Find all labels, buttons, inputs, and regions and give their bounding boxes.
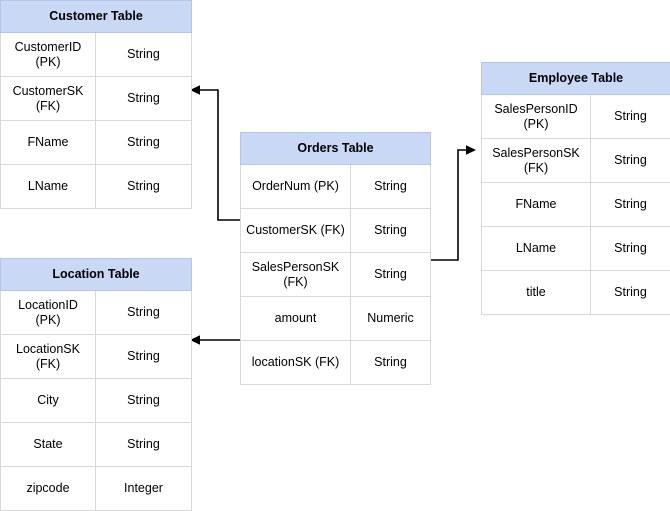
- table-orders-header-row: Orders Table: [241, 133, 431, 165]
- field-type: String: [351, 165, 431, 209]
- field-type: Integer: [96, 467, 192, 511]
- table-row: title String: [482, 271, 670, 315]
- field-name: LocationSK (FK): [1, 335, 96, 379]
- field-name: zipcode: [1, 467, 96, 511]
- field-name: SalesPersonID (PK): [482, 95, 591, 139]
- table-row: SalesPersonID (PK) String: [482, 95, 670, 139]
- field-type: String: [591, 271, 670, 315]
- table-row: zipcode Integer: [1, 467, 192, 511]
- field-type: String: [96, 33, 192, 77]
- field-type: String: [96, 165, 192, 209]
- field-name: FName: [482, 183, 591, 227]
- field-name: locationSK (FK): [241, 341, 351, 385]
- field-name: OrderNum (PK): [241, 165, 351, 209]
- connector-orders-employee: [430, 145, 476, 260]
- field-type: String: [96, 121, 192, 165]
- table-row: LName String: [482, 227, 670, 271]
- table-row: City String: [1, 379, 192, 423]
- table-location-header-row: Location Table: [1, 259, 192, 291]
- table-location: Location Table LocationID (PK) String Lo…: [0, 258, 192, 511]
- field-type: String: [591, 139, 670, 183]
- field-name: CustomerID (PK): [1, 33, 96, 77]
- table-row: amount Numeric: [241, 297, 431, 341]
- field-name: SalesPersonSK (FK): [482, 139, 591, 183]
- table-employee-title: Employee Table: [482, 63, 670, 95]
- table-employee-header-row: Employee Table: [482, 63, 670, 95]
- table-row: LocationSK (FK) String: [1, 335, 192, 379]
- table-employee: Employee Table SalesPersonID (PK) String…: [481, 62, 670, 315]
- table-row: SalesPersonSK (FK) String: [482, 139, 670, 183]
- table-row: LocationID (PK) String: [1, 291, 192, 335]
- field-name: LName: [482, 227, 591, 271]
- field-type: String: [351, 253, 431, 297]
- field-name: SalesPersonSK (FK): [241, 253, 351, 297]
- field-type: String: [591, 227, 670, 271]
- field-type: String: [351, 209, 431, 253]
- table-row: FName String: [482, 183, 670, 227]
- table-row: CustomerID (PK) String: [1, 33, 192, 77]
- field-type: String: [351, 341, 431, 385]
- table-customer-title: Customer Table: [1, 1, 192, 33]
- field-type: String: [96, 291, 192, 335]
- table-row: CustomerSK (FK) String: [241, 209, 431, 253]
- table-row: FName String: [1, 121, 192, 165]
- table-row: LName String: [1, 165, 192, 209]
- field-name: amount: [241, 297, 351, 341]
- table-row: State String: [1, 423, 192, 467]
- field-type: String: [96, 335, 192, 379]
- table-row: locationSK (FK) String: [241, 341, 431, 385]
- field-name: CustomerSK (FK): [241, 209, 351, 253]
- table-row: OrderNum (PK) String: [241, 165, 431, 209]
- connector-orders-location: [190, 335, 240, 345]
- field-type: String: [591, 183, 670, 227]
- field-type: String: [591, 95, 670, 139]
- field-name: City: [1, 379, 96, 423]
- connector-orders-customer: [190, 85, 240, 220]
- table-row: SalesPersonSK (FK) String: [241, 253, 431, 297]
- table-customer-header-row: Customer Table: [1, 1, 192, 33]
- field-name: title: [482, 271, 591, 315]
- field-name: LName: [1, 165, 96, 209]
- table-orders: Orders Table OrderNum (PK) String Custom…: [240, 132, 431, 385]
- field-type: String: [96, 423, 192, 467]
- table-location-title: Location Table: [1, 259, 192, 291]
- field-name: State: [1, 423, 96, 467]
- table-customer: Customer Table CustomerID (PK) String Cu…: [0, 0, 192, 209]
- field-type: String: [96, 77, 192, 121]
- field-type: Numeric: [351, 297, 431, 341]
- diagram-canvas: Customer Table CustomerID (PK) String Cu…: [0, 0, 670, 480]
- table-row: CustomerSK (FK) String: [1, 77, 192, 121]
- field-name: LocationID (PK): [1, 291, 96, 335]
- field-type: String: [96, 379, 192, 423]
- table-orders-title: Orders Table: [241, 133, 431, 165]
- field-name: CustomerSK (FK): [1, 77, 96, 121]
- field-name: FName: [1, 121, 96, 165]
